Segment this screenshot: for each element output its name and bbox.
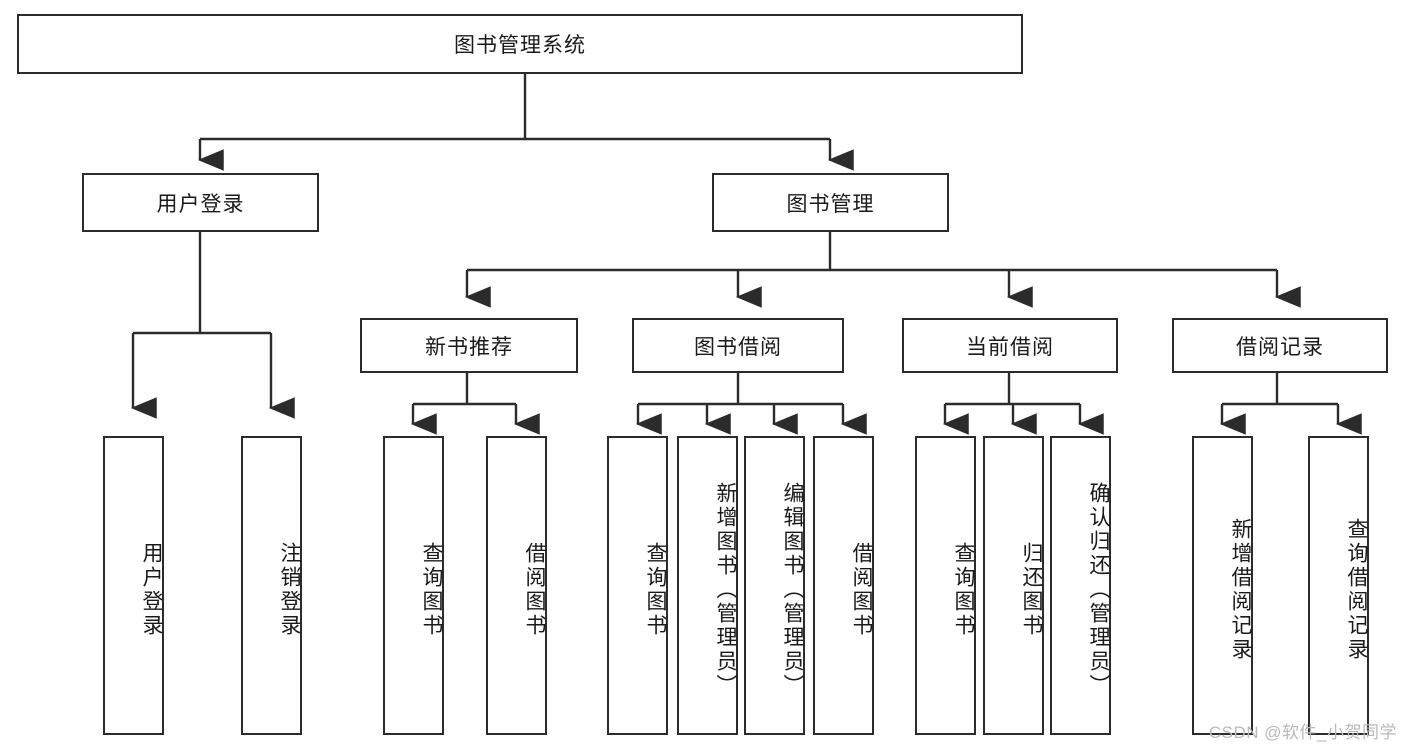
node-label: 归还图书 xyxy=(1020,541,1043,638)
leaf-record-add-record[interactable]: 新增借阅记录 xyxy=(1192,436,1253,735)
node-label: 当前借阅 xyxy=(966,335,1054,359)
leaf-current-return-book[interactable]: 归还图书 xyxy=(983,436,1044,735)
node-label: 借阅图书 xyxy=(850,541,873,638)
node-borrow-record[interactable]: 借阅记录 xyxy=(1172,318,1388,373)
node-label: 查询借阅记录 xyxy=(1345,517,1368,662)
leaf-current-query-book[interactable]: 查询图书 xyxy=(915,436,976,735)
leaf-user-login-logout[interactable]: 注销登录 xyxy=(241,436,302,735)
node-label: 注销登录 xyxy=(278,541,301,638)
node-current-borrow[interactable]: 当前借阅 xyxy=(902,318,1118,373)
node-label: 查询图书 xyxy=(644,541,667,638)
node-label: 图书借阅 xyxy=(694,335,782,359)
node-label: 编辑图书（管理员） xyxy=(781,481,804,698)
leaf-borrow-add-book-admin[interactable]: 新增图书（管理员） xyxy=(677,436,738,735)
node-label: 新增借阅记录 xyxy=(1229,517,1252,662)
node-label: 借阅图书 xyxy=(523,541,546,638)
node-user-login[interactable]: 用户登录 xyxy=(82,173,319,232)
leaf-recommend-borrow-book[interactable]: 借阅图书 xyxy=(486,436,547,735)
leaf-record-query-record[interactable]: 查询借阅记录 xyxy=(1308,436,1369,735)
node-label: 图书管理系统 xyxy=(454,34,586,57)
node-label: 用户登录 xyxy=(156,192,245,216)
node-label: 确认归还（管理员） xyxy=(1087,481,1110,698)
node-label: 用户登录 xyxy=(140,541,163,638)
leaf-user-login-login[interactable]: 用户登录 xyxy=(103,436,164,735)
node-book-borrow[interactable]: 图书借阅 xyxy=(632,318,844,373)
watermark: CSDN @软件_小贺同学 xyxy=(1208,723,1397,742)
node-label: 查询图书 xyxy=(420,541,443,638)
node-book-management[interactable]: 图书管理 xyxy=(712,173,949,232)
leaf-current-confirm-return-admin[interactable]: 确认归还（管理员） xyxy=(1050,436,1111,735)
node-label: 新增图书（管理员） xyxy=(714,481,737,698)
leaf-recommend-query-book[interactable]: 查询图书 xyxy=(383,436,444,735)
leaf-borrow-query-book[interactable]: 查询图书 xyxy=(607,436,668,735)
leaf-borrow-borrow-book[interactable]: 借阅图书 xyxy=(813,436,874,735)
node-label: 新书推荐 xyxy=(425,335,513,359)
node-label: 借阅记录 xyxy=(1236,335,1324,359)
node-new-book-recommend[interactable]: 新书推荐 xyxy=(360,318,578,373)
node-label: 查询图书 xyxy=(952,541,975,638)
leaf-borrow-edit-book-admin[interactable]: 编辑图书（管理员） xyxy=(744,436,805,735)
node-label: 图书管理 xyxy=(786,192,875,216)
node-root-system[interactable]: 图书管理系统 xyxy=(17,14,1023,74)
